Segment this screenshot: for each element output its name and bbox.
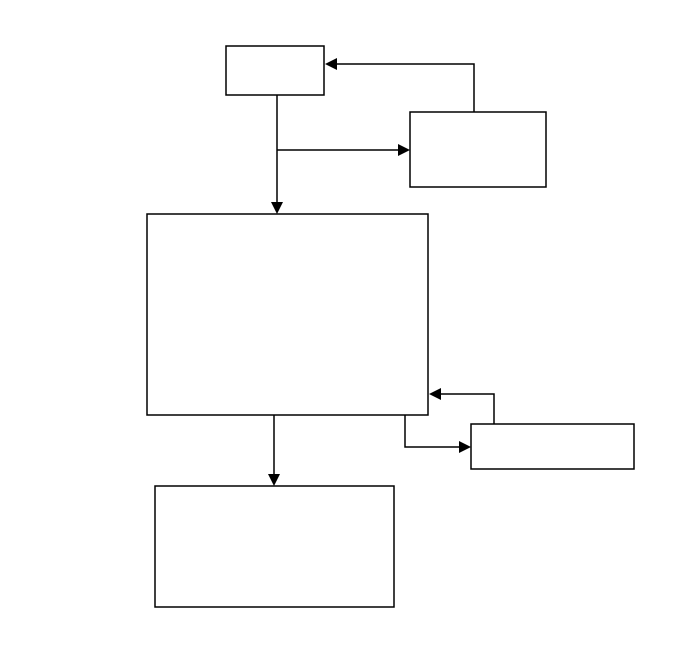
arrowhead-into-right-upper-box [398,144,410,156]
right-lower-box [470,423,635,470]
connector-right-lower-to-center [440,393,495,424]
arrowhead-into-bottom-box [268,474,280,486]
arrowhead-into-right-lower-box [459,441,471,453]
top-small-box [225,45,325,96]
arrowhead-into-center-box [271,202,283,214]
center-large-box [146,213,429,416]
arrowhead-into-top-box [325,58,337,70]
arrowhead-into-center-box-right [429,388,441,400]
bottom-box [154,485,395,608]
right-upper-box [409,111,547,188]
connector-right-upper-to-top [336,63,475,112]
connector-center-to-right-lower [404,415,460,448]
